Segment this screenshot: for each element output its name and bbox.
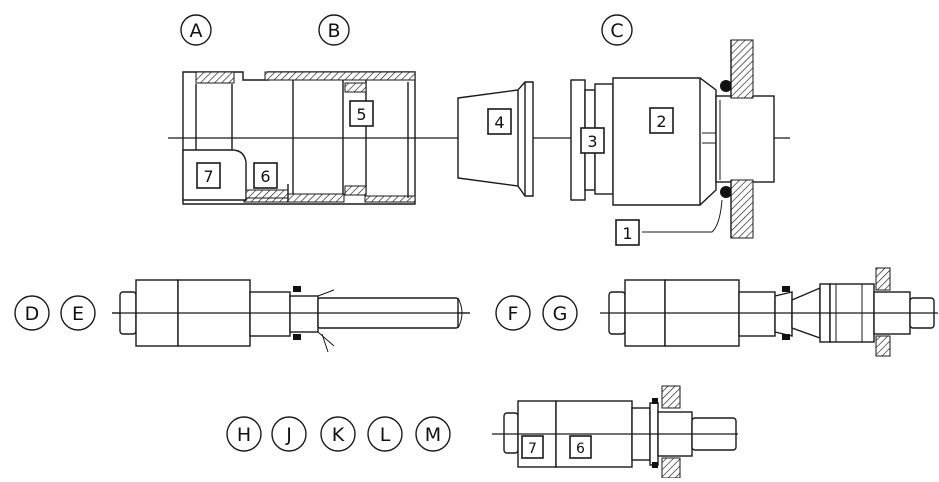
part-label-2: 2 [649,107,674,134]
svg-text:5: 5 [356,105,366,124]
svg-text:3: 3 [587,132,597,151]
part-label-4: 4 [487,108,512,135]
assembly-stage-fg: F G [495,267,938,357]
svg-text:G: G [553,303,568,325]
svg-text:7: 7 [203,167,213,186]
svg-text:6: 6 [576,441,585,457]
part-label-5: 5 [349,100,374,127]
part-label-3: 3 [580,127,605,154]
svg-text:2: 2 [656,112,666,131]
cone-seal [457,81,534,197]
stage-label-j: J [271,416,307,452]
svg-text:6: 6 [260,167,270,186]
stage-label-k: K [320,416,356,452]
stage-label-h: H [226,416,262,452]
part-label-7: 7 [196,162,221,189]
part-label-7-bottom: 7 [521,435,544,459]
svg-text:H: H [237,424,251,446]
svg-text:C: C [610,20,623,42]
stage-label-a: A [180,14,212,46]
svg-text:K: K [332,424,345,446]
stage-label-c: C [601,14,633,46]
svg-text:D: D [25,303,40,325]
svg-text:E: E [72,303,84,325]
svg-text:A: A [190,20,203,42]
stage-label-m: M [415,416,451,452]
svg-text:F: F [508,303,519,325]
stage-label-f: F [495,295,531,331]
part-label-1: 1 [615,219,640,246]
exploded-view: A B C 5 4 3 2 7 [168,14,790,246]
stage-label-l: L [367,416,403,452]
assembly-stage-hjklm: 7 6 H J K L M [226,385,738,479]
stage-label-b: B [318,14,350,46]
assembly-stage-de: D E [14,279,470,353]
stage-label-d: D [14,295,50,331]
svg-text:1: 1 [622,224,632,243]
svg-text:L: L [380,424,391,446]
svg-text:4: 4 [494,113,504,132]
stage-label-e: E [60,295,96,331]
svg-text:M: M [425,424,441,446]
part-label-6-bottom: 6 [569,435,592,459]
part-label-6: 6 [253,162,278,189]
svg-text:7: 7 [528,441,537,457]
stage-label-g: G [542,295,578,331]
svg-text:B: B [327,20,340,42]
svg-text:J: J [285,424,292,446]
